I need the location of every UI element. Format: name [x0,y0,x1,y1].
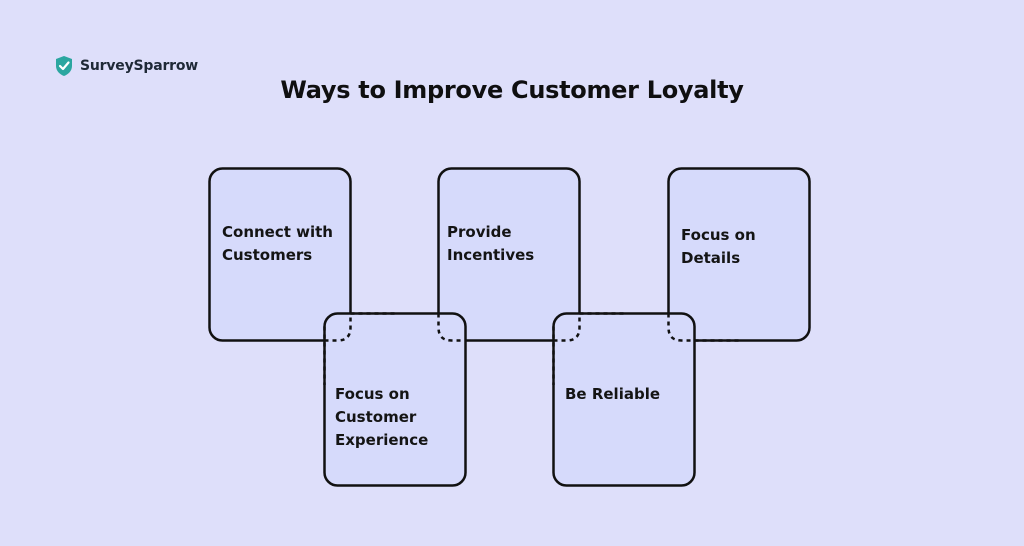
box-provide-incentives [437,167,581,342]
box-customer-experience [323,312,467,487]
box-be-reliable [552,312,696,487]
label-connect-customers: Connect with Customers [222,221,333,267]
label-line: Focus on [681,226,756,244]
label-provide-incentives: Provide Incentives [447,221,534,267]
label-line: Provide [447,223,512,241]
label-line: Focus on [335,385,410,403]
brand-logo: SurveySparrow [54,55,198,77]
label-line: Details [681,249,741,267]
box-focus-details [667,167,811,342]
surveysparrow-shield-icon [56,56,72,76]
label-line: Be Reliable [565,385,661,403]
label-customer-experience: Focus on Customer Experience [335,383,428,452]
box-connect-customers [208,167,352,342]
label-line: Experience [335,431,429,449]
label-line: Customers [222,246,313,264]
hidden-edges [323,312,740,385]
page-title: Ways to Improve Customer Loyalty [280,76,744,104]
label-focus-details: Focus on Details [681,224,756,270]
label-be-reliable: Be Reliable [565,383,660,406]
label-line: Customer [335,408,417,426]
brand-name: SurveySparrow [80,58,199,74]
label-line: Connect with [222,223,333,241]
label-line: Incentives [447,246,535,264]
